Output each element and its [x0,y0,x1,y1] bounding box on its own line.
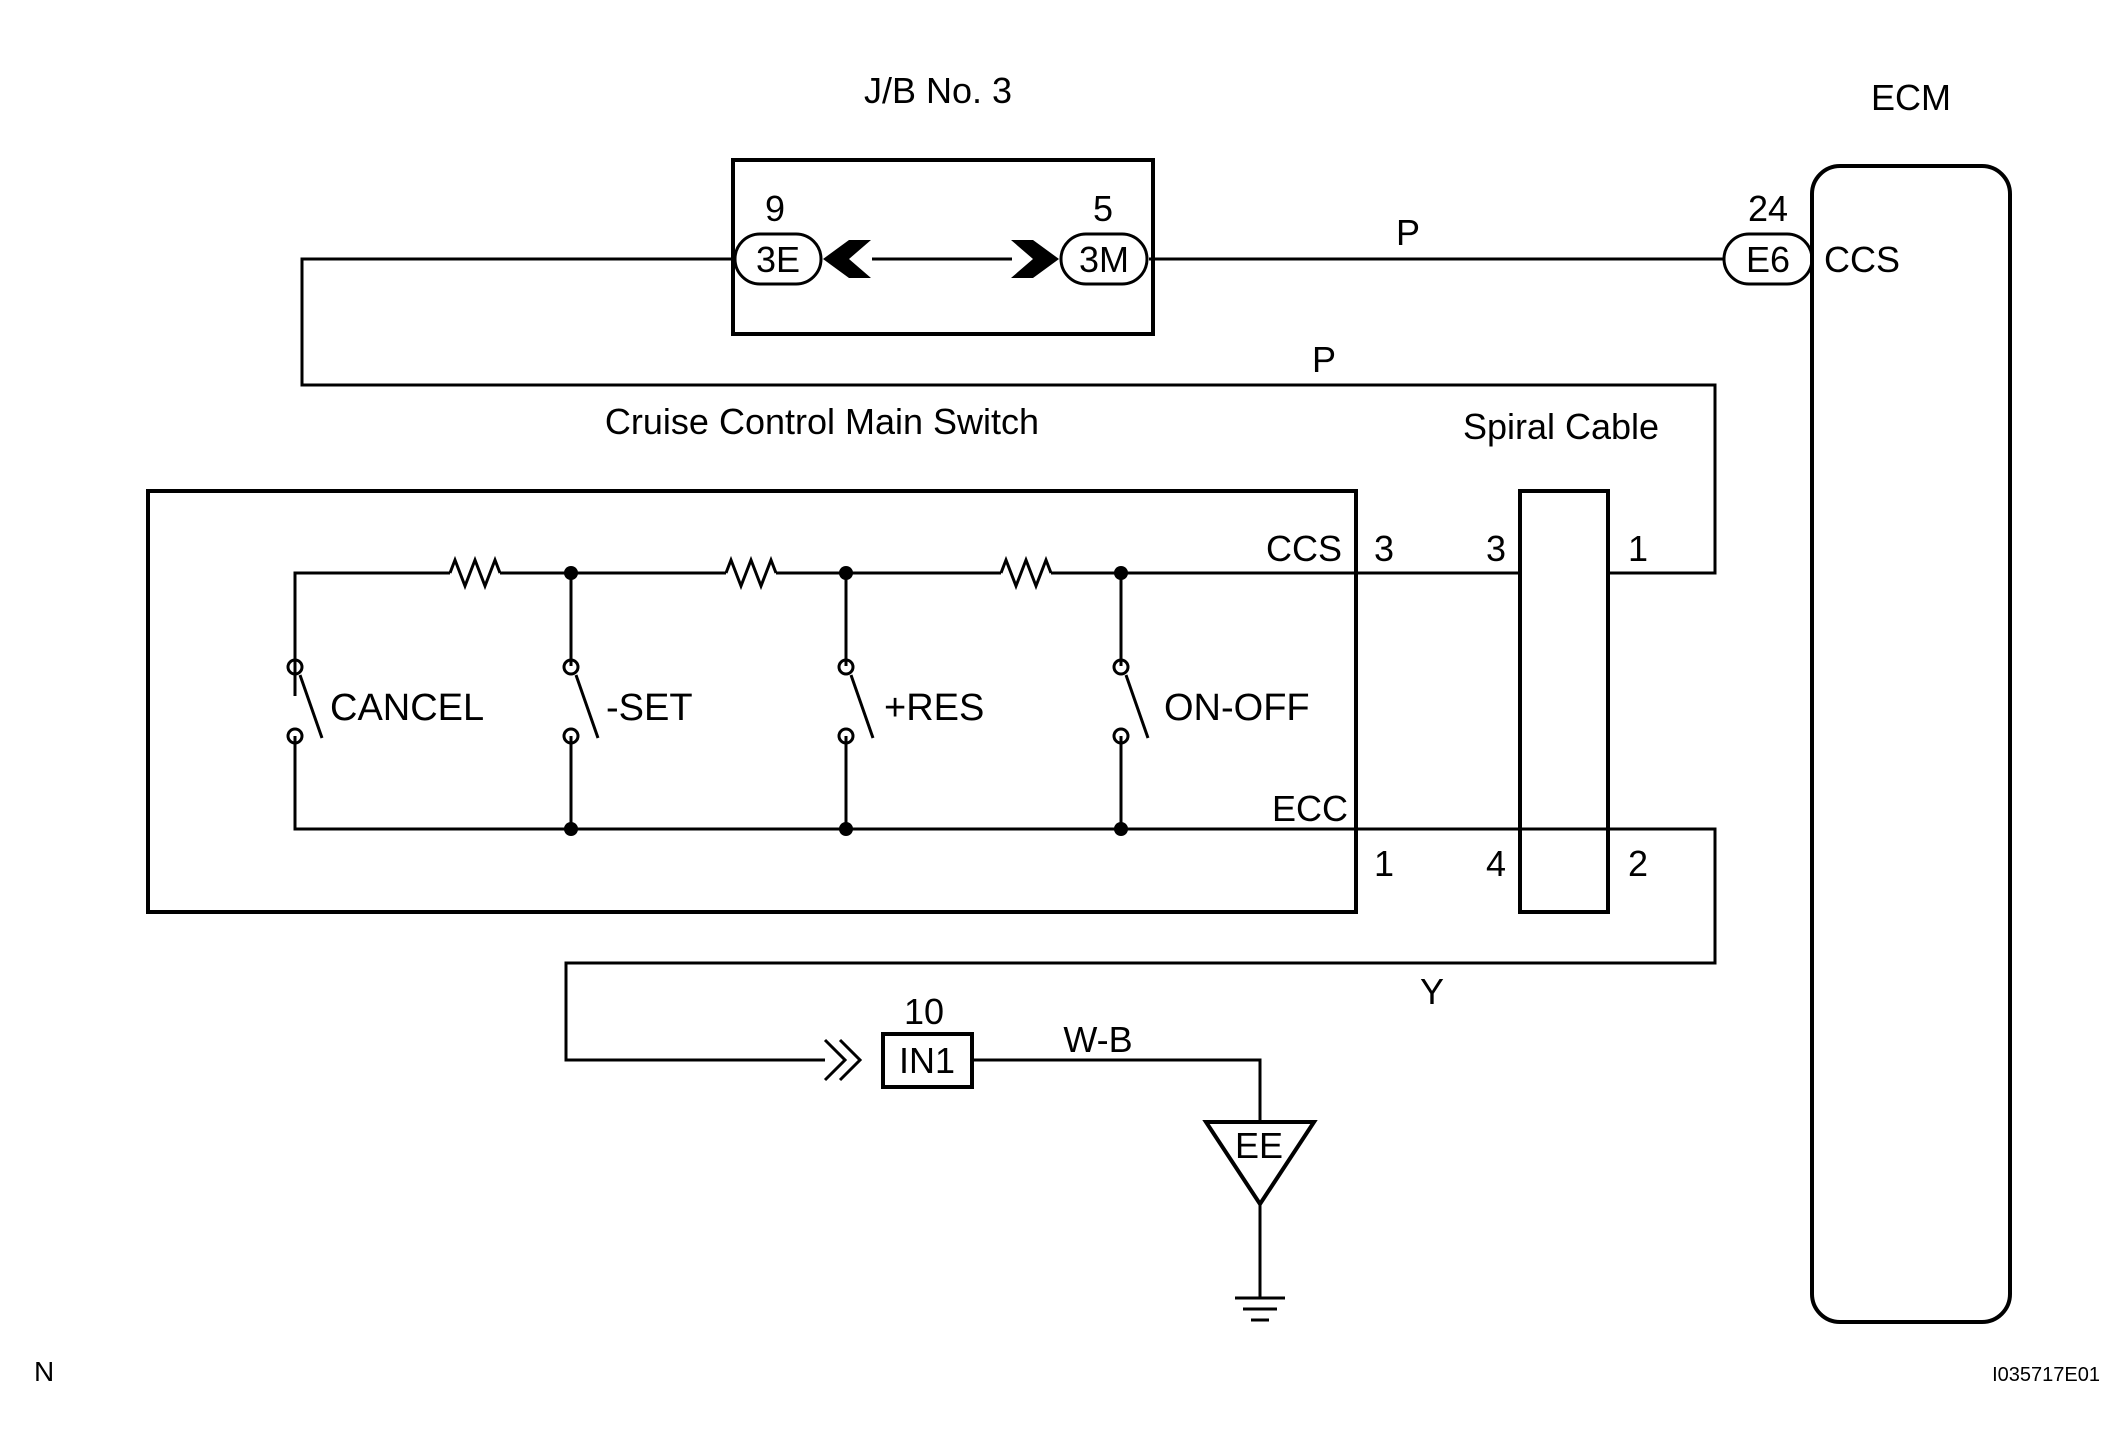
connector-e6: E6 [1722,232,1814,286]
spiral-pin-4: 4 [1486,843,1506,884]
switch-pin-1: 1 [1374,843,1394,884]
switch-label-set: -SET [606,687,693,729]
jb-pin-9: 9 [765,188,785,229]
wire-color-p-mid: P [1312,339,1336,380]
in1-arrow-1-icon [823,1038,848,1082]
switch-res-icon [837,658,875,745]
ecm-title: ECM [1871,77,1951,118]
resistor-3-icon [999,555,1053,591]
main-switch-box [146,489,1358,914]
bus-top-left [293,571,450,696]
resistor-1-icon [448,555,502,591]
junction-dot [564,822,578,836]
switch-terminal-ccs: CCS [1266,528,1342,569]
spiral-pin-3: 3 [1486,528,1506,569]
jb-title: J/B No. 3 [864,70,1012,111]
switch-set-icon [562,658,600,745]
ecm-pin-24: 24 [1748,188,1788,229]
connector-3e: 3E [733,232,823,286]
ground-icon [1235,1296,1285,1322]
junction-dot [564,566,578,580]
junction-dot [1114,822,1128,836]
switch-cancel-icon [286,658,324,745]
wire-color-p-top: P [1396,212,1420,253]
connector-3m: 3M [1059,232,1149,286]
spiral-pin-2: 2 [1628,843,1648,884]
main-switch-title: Cruise Control Main Switch [605,401,1039,442]
jb-left-arrow-icon [823,240,871,278]
in1-pin-10: 10 [904,991,944,1032]
switch-onoff-icon [1112,658,1150,745]
switch-label-onoff: ON-OFF [1164,687,1310,729]
switch-label-cancel: CANCEL [330,687,484,729]
jb-right-arrow-icon [1011,240,1059,278]
spiral-cable-title: Spiral Cable [1463,406,1659,447]
in1-arrow-2-icon [838,1038,863,1082]
ecm-box [1810,164,2012,1324]
ground-point-ee-label: EE [1235,1125,1283,1166]
spiral-pin-1: 1 [1628,528,1648,569]
junction-dot [839,822,853,836]
switch-label-res: +RES [884,687,984,729]
wire-p-loop [300,257,1717,575]
jb-pin-5: 5 [1093,188,1113,229]
connector-3m-label: 3M [1079,239,1129,280]
spiral-cable-box [1518,489,1610,914]
wire-ecc-y [293,746,1717,1062]
switch-terminal-ecc: ECC [1272,788,1348,829]
wire-color-y: Y [1420,971,1444,1012]
connector-in1-label: IN1 [899,1040,955,1081]
resistor-2-icon [724,555,778,591]
connector-3e-label: 3E [756,239,800,280]
figure-code: I035717E01 [1992,1364,2100,1386]
junction-block [731,158,1155,336]
wire-color-wb: W-B [1063,1019,1132,1060]
ecm-terminal-ccs: CCS [1824,239,1900,280]
junction-dot [1114,566,1128,580]
switch-pin-3: 3 [1374,528,1394,569]
corner-mark: N [34,1356,54,1387]
wire-wb [972,1058,1262,1122]
connector-e6-label: E6 [1746,239,1790,280]
junction-dot [839,566,853,580]
ground-point-ee-icon [1202,1120,1318,1208]
